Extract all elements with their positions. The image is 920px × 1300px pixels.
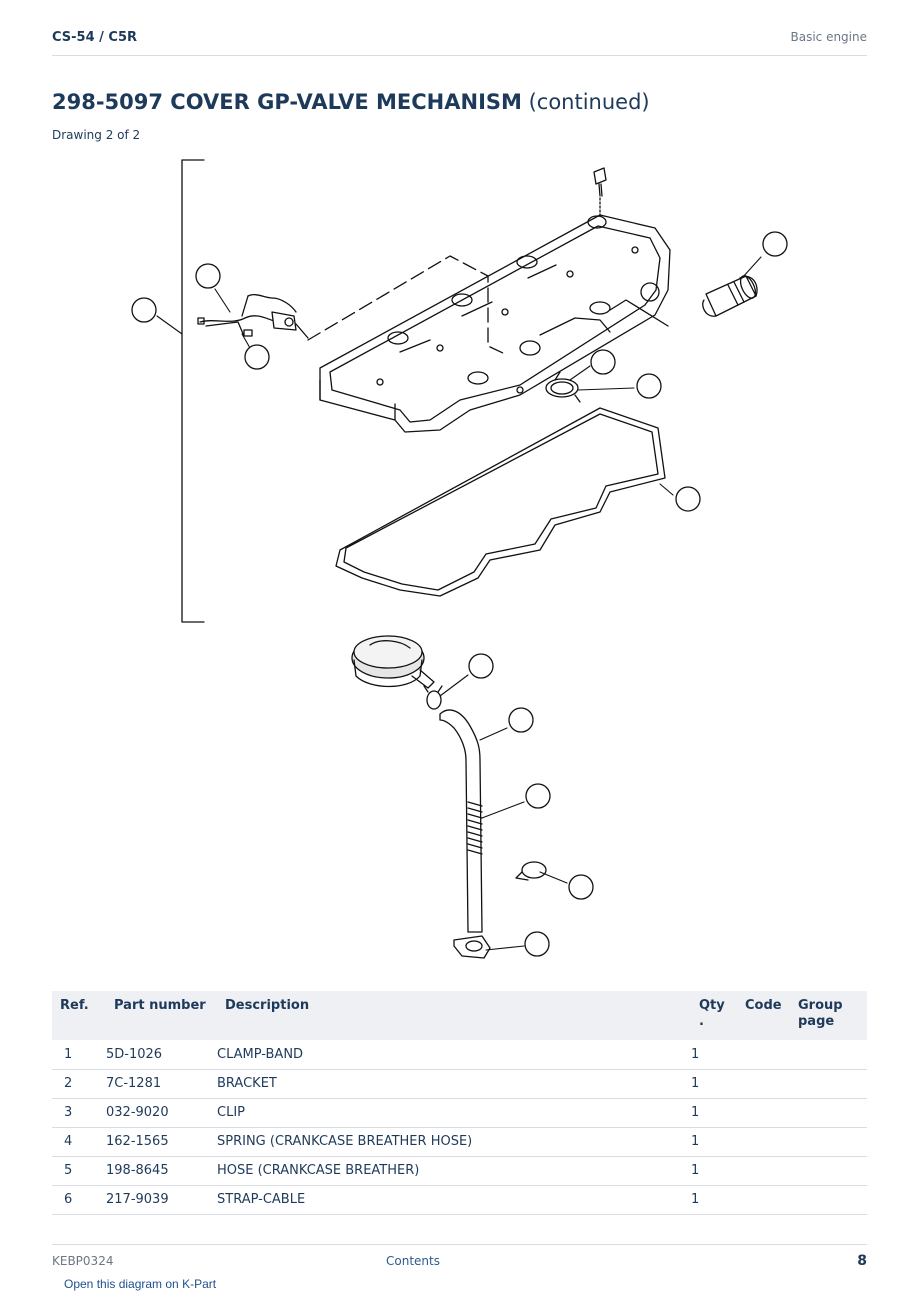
cell-description: SPRING (CRANKCASE BREATHER HOSE) <box>217 1127 691 1157</box>
cell-qty: 1 <box>691 1156 737 1186</box>
page-number: 8 <box>857 1253 867 1269</box>
cover-bolt <box>593 167 607 217</box>
leader-lines <box>156 256 762 951</box>
cell-part-number: 162-1565 <box>106 1127 217 1157</box>
callout-circles <box>131 231 788 957</box>
cell-description: STRAP-CABLE <box>217 1185 691 1215</box>
group-bracket <box>181 159 205 623</box>
table-row: 1 5D-1026 CLAMP-BAND 1 <box>52 1040 867 1070</box>
header-qty: Qty . <box>691 991 737 1040</box>
cell-part-number: 5D-1026 <box>106 1040 217 1070</box>
header-group-page: Group page <box>790 991 867 1040</box>
cell-description: CLAMP-BAND <box>217 1040 691 1070</box>
breather-housing <box>351 635 435 689</box>
breather-hose <box>439 709 483 933</box>
cell-code <box>737 1127 790 1157</box>
cell-code <box>737 1098 790 1128</box>
cell-group-page <box>790 1040 867 1070</box>
callout-circle <box>525 783 551 809</box>
cell-group-page <box>790 1185 867 1215</box>
page-title: 298-5097 COVER GP-VALVE MECHANISM (conti… <box>52 90 650 114</box>
cell-qty: 1 <box>691 1127 737 1157</box>
cell-group-page <box>790 1156 867 1186</box>
cell-qty: 1 <box>691 1069 737 1099</box>
hose-bracket <box>453 935 491 959</box>
cell-part-number: 217-9039 <box>106 1185 217 1215</box>
cell-qty: 1 <box>691 1098 737 1128</box>
cell-code <box>737 1069 790 1099</box>
table-row: 2 7C-1281 BRACKET 1 <box>52 1069 867 1099</box>
cell-code <box>737 1185 790 1215</box>
cell-description: BRACKET <box>217 1069 691 1099</box>
callout-circle <box>131 297 157 323</box>
cell-ref: 2 <box>52 1069 106 1099</box>
section-label: Basic engine <box>790 30 867 44</box>
document-id: KEBP0324 <box>52 1254 114 1268</box>
header-part-number: Part number <box>106 991 217 1040</box>
cell-ref: 4 <box>52 1127 106 1157</box>
callout-circle <box>675 486 701 512</box>
cell-group-page <box>790 1069 867 1099</box>
callout-circle <box>468 653 494 679</box>
callout-circle <box>524 931 550 957</box>
header-description: Description <box>217 991 691 1040</box>
page-footer: KEBP0324 Contents 8 <box>52 1244 867 1274</box>
page-header: CS-54 / C5R Basic engine <box>52 28 867 56</box>
parts-diagram <box>131 159 788 959</box>
clamp-band <box>423 685 443 710</box>
parts-table: Ref. Part number Description Qty . Code … <box>52 991 867 1215</box>
cell-qty: 1 <box>691 1185 737 1215</box>
cell-part-number: 198-8645 <box>106 1156 217 1186</box>
cell-ref: 6 <box>52 1185 106 1215</box>
table-row: 6 217-9039 STRAP-CABLE 1 <box>52 1185 867 1215</box>
contents-link[interactable]: Contents <box>386 1254 440 1268</box>
title-main: 298-5097 COVER GP-VALVE MECHANISM <box>52 90 522 114</box>
cell-group-page <box>790 1098 867 1128</box>
callout-circle <box>195 263 221 289</box>
cell-ref: 5 <box>52 1156 106 1186</box>
drawing-label: Drawing 2 of 2 <box>52 128 141 142</box>
callout-circle <box>636 373 662 399</box>
cell-code <box>737 1156 790 1186</box>
table-row: 5 198-8645 HOSE (CRANKCASE BREATHER) 1 <box>52 1156 867 1186</box>
model-label: CS-54 / C5R <box>52 30 138 45</box>
table-row: 3 032-9020 CLIP 1 <box>52 1098 867 1128</box>
cell-ref: 3 <box>52 1098 106 1128</box>
callout-circle <box>568 874 594 900</box>
wire-harness <box>197 293 309 339</box>
valve-cover <box>319 214 671 433</box>
filler-cap <box>702 275 758 317</box>
callout-circle <box>244 344 270 370</box>
kpart-diagram-link[interactable]: Open this diagram on K-Part <box>64 1277 217 1291</box>
table-row: 4 162-1565 SPRING (CRANKCASE BREATHER HO… <box>52 1127 867 1157</box>
o-ring <box>545 371 581 403</box>
cable-strap <box>515 861 547 881</box>
cell-qty: 1 <box>691 1040 737 1070</box>
cover-gasket <box>335 407 666 597</box>
title-suffix: (continued) <box>521 90 650 114</box>
callout-circle <box>590 349 616 375</box>
cell-description: HOSE (CRANKCASE BREATHER) <box>217 1156 691 1186</box>
table-header-row: Ref. Part number Description Qty . Code … <box>52 991 867 1040</box>
cell-part-number: 032-9020 <box>106 1098 217 1128</box>
cell-part-number: 7C-1281 <box>106 1069 217 1099</box>
hose-spring <box>467 801 483 855</box>
callout-circle <box>762 231 788 257</box>
cell-ref: 1 <box>52 1040 106 1070</box>
callout-circle <box>508 707 534 733</box>
cell-group-page <box>790 1127 867 1157</box>
cell-code <box>737 1040 790 1070</box>
cell-description: CLIP <box>217 1098 691 1128</box>
header-code: Code <box>737 991 790 1040</box>
header-ref: Ref. <box>52 991 106 1040</box>
